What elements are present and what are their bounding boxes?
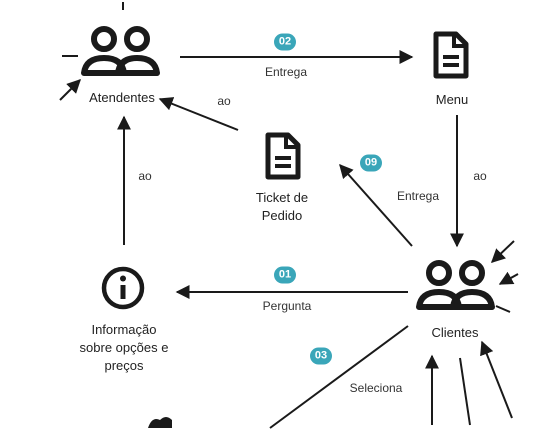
info-label-line2: sobre opções e — [79, 340, 169, 355]
menu-label: Menu — [435, 92, 469, 107]
info-label-line1: Informação — [91, 322, 157, 337]
edge-incoming-bottom-3 — [480, 340, 513, 419]
edge-label-ao-ticket: ao — [217, 94, 231, 108]
edge-incoming-right-2 — [498, 271, 519, 285]
edge-label-entrega-top: Entrega — [264, 65, 308, 79]
badge-03: 03 — [310, 347, 332, 365]
edge-label-ao-menu: ao — [473, 169, 487, 183]
edge-incoming-right-1 — [490, 240, 515, 263]
badge-09: 09 — [360, 154, 382, 172]
atendentes-label: Atendentes — [89, 90, 155, 105]
ticket-document-icon — [265, 132, 301, 180]
edge-clientes-selecion — [269, 325, 409, 429]
info-label-line3: preços — [104, 358, 144, 373]
info-label: Informação sobre opções e preços — [80, 321, 169, 375]
badge-01: 01 — [274, 266, 296, 284]
atendentes-people-icon — [81, 26, 160, 76]
edge-clientes-ticket — [339, 163, 413, 247]
ticket-label-line2: Pedido — [261, 208, 303, 223]
edge-label-pergunta: Pergunta — [262, 299, 312, 313]
edge-stub-right-3 — [495, 305, 511, 313]
edge-incoming-atendentes — [59, 79, 81, 101]
ticket-label: Ticket de Pedido — [256, 189, 308, 225]
clientes-people-icon — [416, 260, 495, 310]
edge-label-seleciona: Seleciona — [349, 381, 403, 395]
info-icon — [101, 266, 145, 310]
edge-ticket-atendentes — [158, 97, 239, 131]
edge-label-entrega-mid: Entrega — [396, 189, 440, 203]
edge-incoming-bottom-2 — [459, 357, 471, 426]
menu-document-icon — [433, 31, 469, 79]
badge-02: 02 — [274, 33, 296, 51]
ticket-label-line1: Ticket de — [255, 190, 309, 205]
partial-bottom-icon — [148, 417, 172, 428]
edge-label-ao-info: ao — [138, 169, 152, 183]
clientes-label: Clientes — [431, 325, 479, 340]
